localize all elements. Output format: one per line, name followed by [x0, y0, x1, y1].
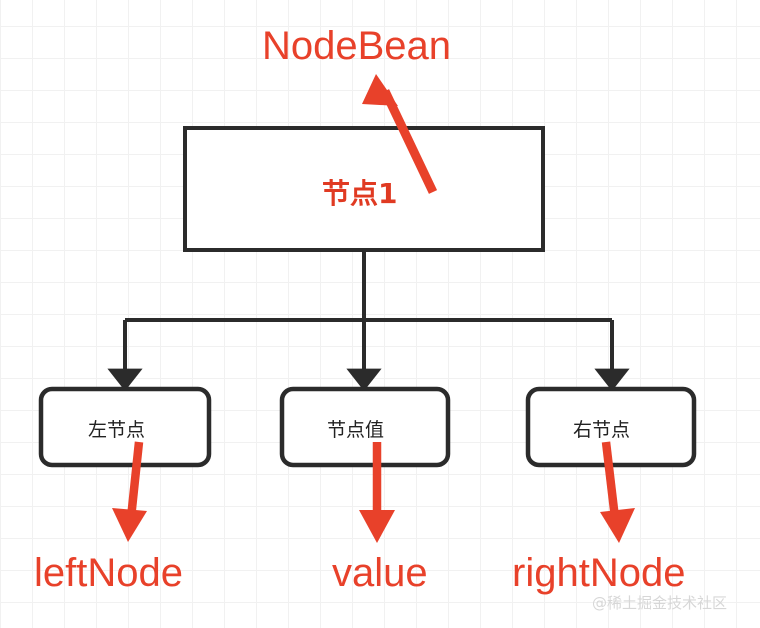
- red-arrow-to-rightnode: [600, 441, 635, 543]
- child-node-box-left[interactable]: [38, 386, 212, 468]
- red-arrow-to-value: [359, 442, 395, 543]
- root-node-box[interactable]: [183, 126, 545, 252]
- child-node-box-value[interactable]: [279, 386, 451, 468]
- red-arrow-to-leftnode: [112, 441, 147, 542]
- red-arrow-to-nodebean: [362, 74, 438, 194]
